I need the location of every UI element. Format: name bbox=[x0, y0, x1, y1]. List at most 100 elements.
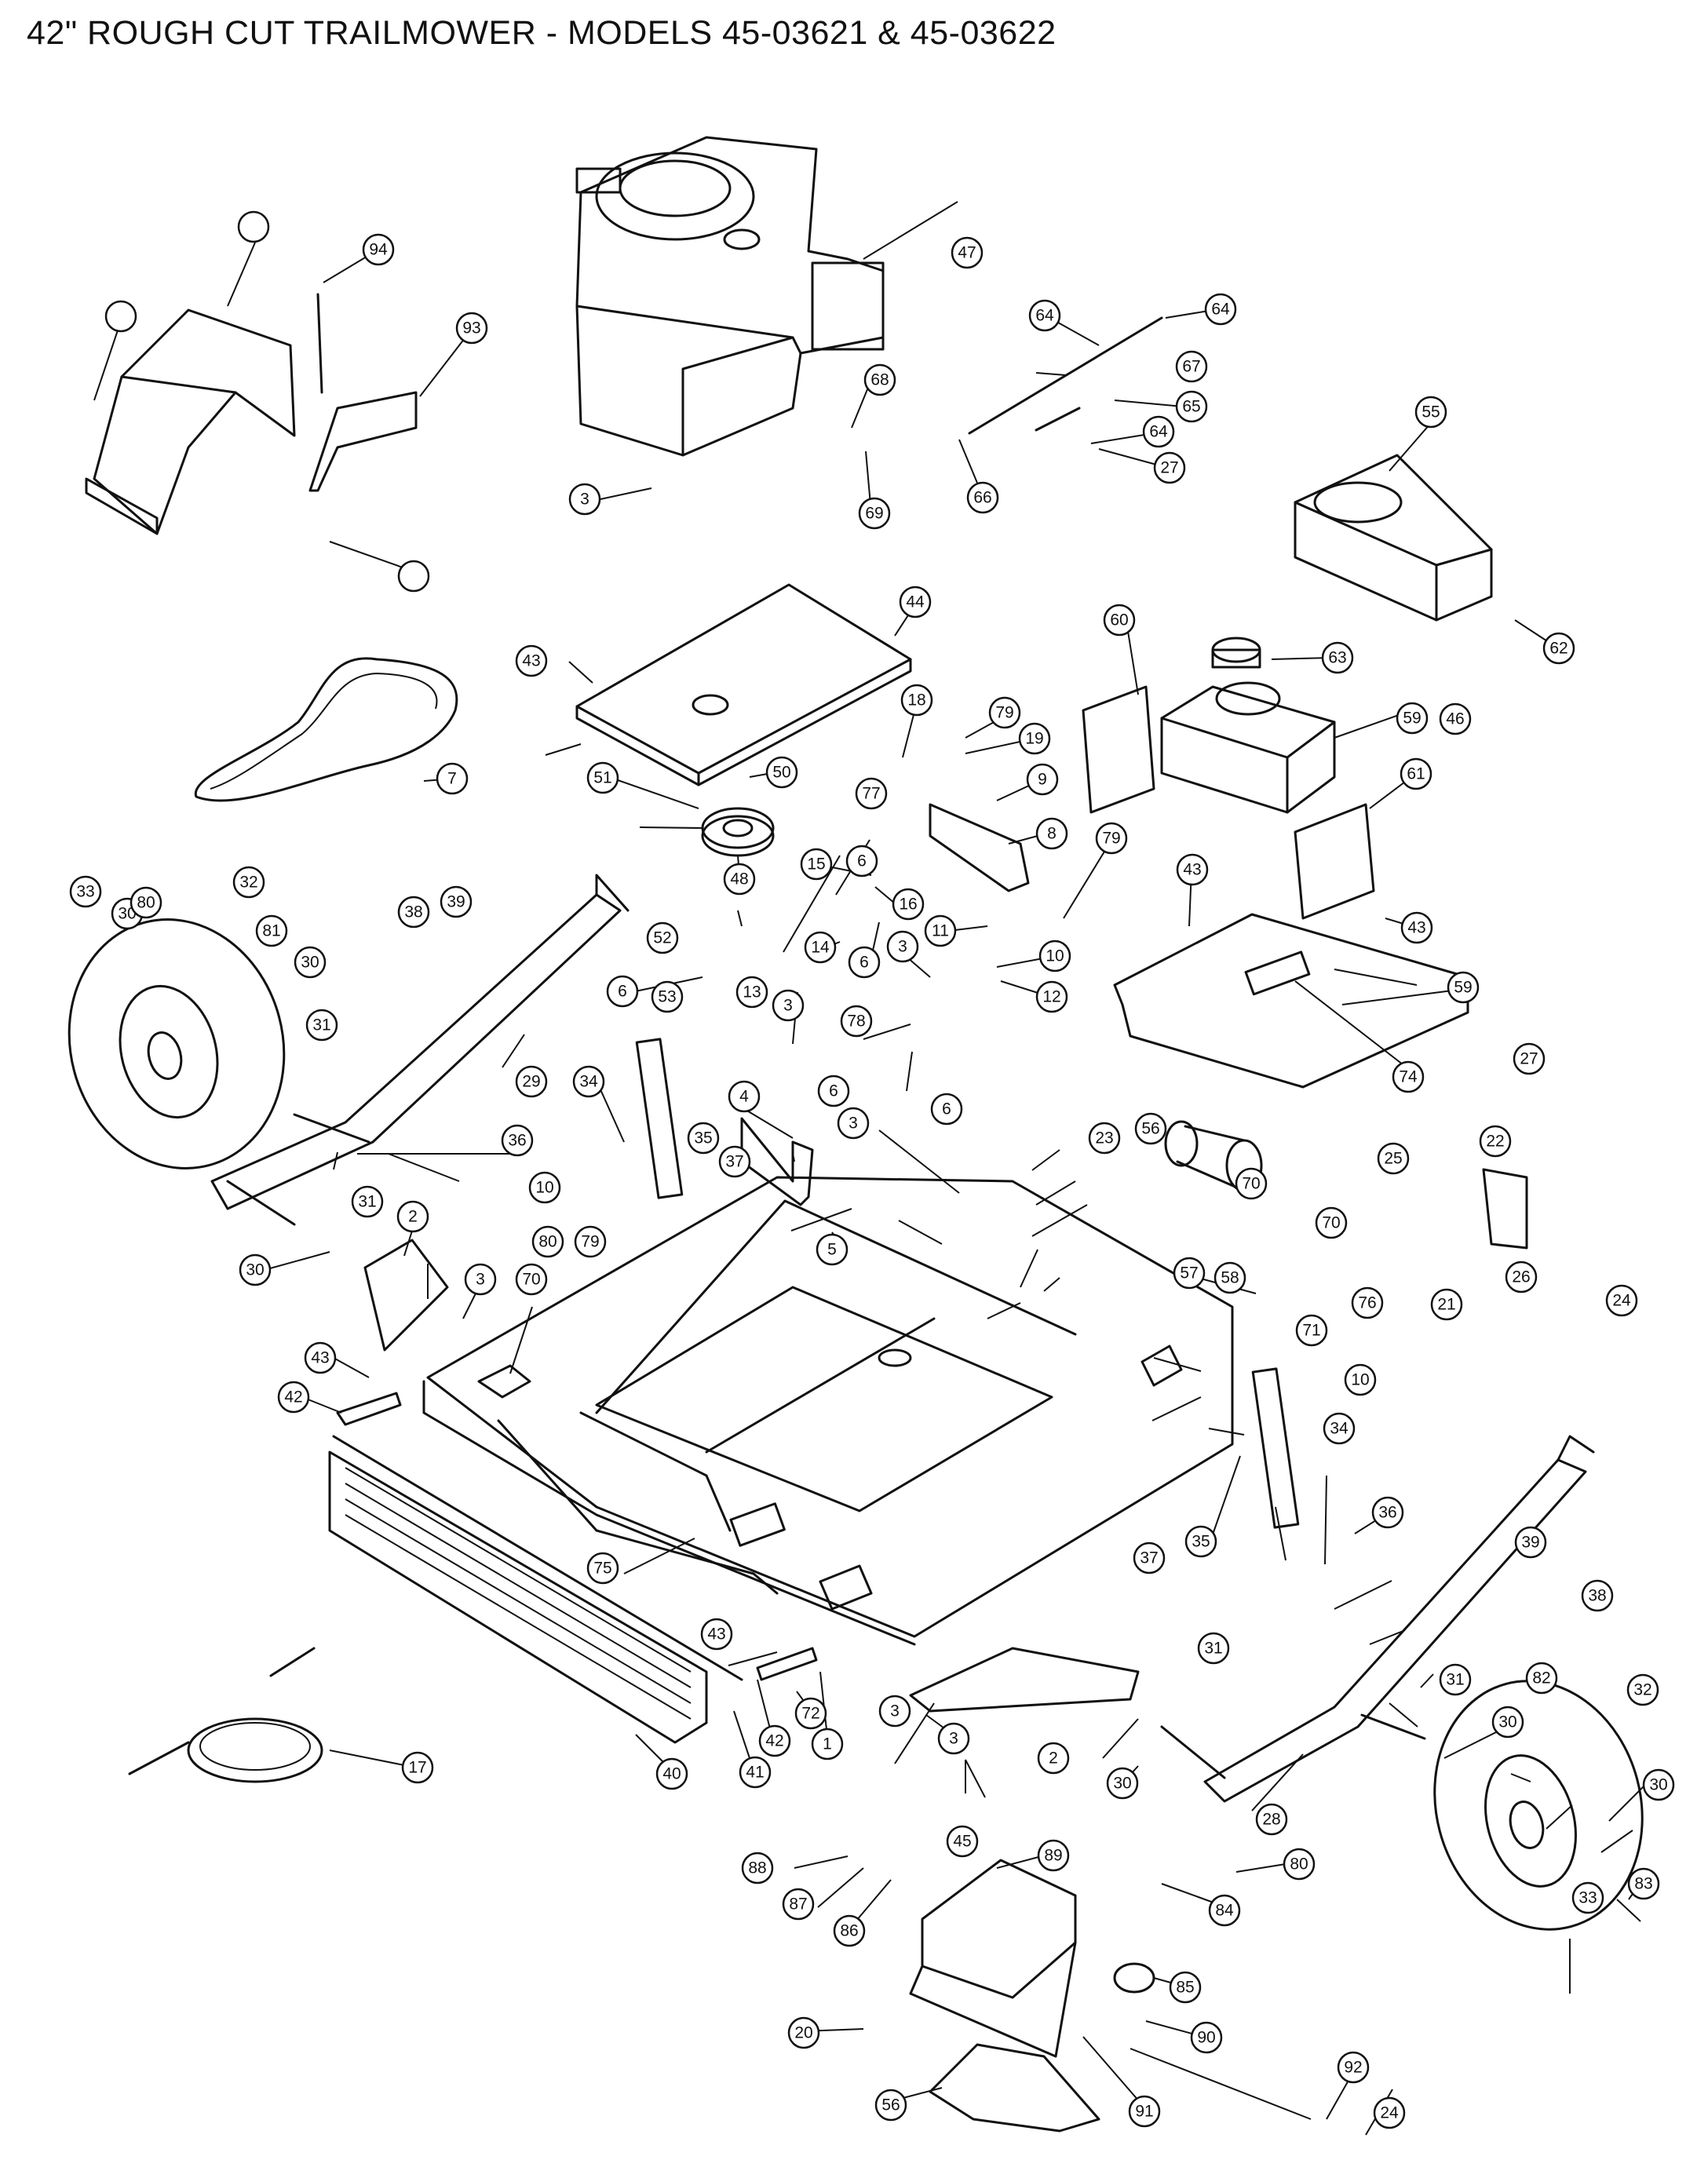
callout-number: 55 bbox=[1422, 403, 1440, 421]
callout: 43 bbox=[1176, 853, 1209, 886]
callout-number: 25 bbox=[1384, 1150, 1402, 1168]
callouts: 1 2 2 3 3 3 3 3 3 3 4 5 6 6 6 6 6 7 8 9 … bbox=[69, 210, 1675, 2129]
callout-number: 31 bbox=[1446, 1671, 1464, 1689]
callout: 69 bbox=[858, 497, 891, 530]
callout-number: 38 bbox=[404, 903, 422, 921]
callout: 94 bbox=[362, 233, 395, 266]
callout-number: 16 bbox=[899, 896, 917, 914]
callout: 55 bbox=[1414, 396, 1447, 429]
callout: 6 bbox=[845, 845, 878, 878]
callout: 32 bbox=[232, 866, 265, 899]
callout-number: 22 bbox=[1486, 1133, 1504, 1151]
callout: 9 bbox=[1026, 763, 1059, 796]
callout-number: 5 bbox=[827, 1241, 837, 1259]
callout-number: 87 bbox=[789, 1895, 807, 1914]
callout-number: 39 bbox=[1521, 1534, 1539, 1552]
callout-number: 3 bbox=[580, 491, 589, 509]
callout: 10 bbox=[528, 1171, 561, 1204]
callout: 43 bbox=[700, 1618, 733, 1651]
callout-number: 3 bbox=[783, 997, 793, 1015]
plate-drawing bbox=[1082, 685, 1155, 814]
callout-number: 79 bbox=[581, 1233, 599, 1251]
callout-number: 2 bbox=[1049, 1750, 1058, 1768]
callout-number: 67 bbox=[1182, 358, 1200, 376]
leader-lines bbox=[93, 201, 1651, 2136]
callout: 79 bbox=[1095, 822, 1128, 855]
callout: 91 bbox=[1128, 2095, 1161, 2128]
callout: 38 bbox=[397, 896, 430, 929]
callout: 6 bbox=[817, 1075, 850, 1107]
callout-number: 29 bbox=[522, 1073, 540, 1091]
callout: 30 bbox=[1491, 1706, 1524, 1739]
callout: 11 bbox=[924, 914, 957, 947]
callout-number: 4 bbox=[739, 1088, 749, 1106]
callout bbox=[237, 210, 270, 243]
callout: 71 bbox=[1295, 1314, 1328, 1347]
callout: 17 bbox=[401, 1751, 434, 1784]
callout: 86 bbox=[833, 1914, 866, 1947]
engine-plate-drawing bbox=[575, 583, 912, 786]
callout: 80 bbox=[1283, 1848, 1316, 1881]
callout-number: 80 bbox=[538, 1233, 557, 1251]
callout-number: 70 bbox=[1242, 1175, 1260, 1193]
callout-number: 41 bbox=[746, 1764, 764, 1782]
callout-number: 30 bbox=[1498, 1713, 1516, 1731]
callout: 70 bbox=[1235, 1167, 1268, 1200]
plate-drawing bbox=[1294, 803, 1375, 920]
callout: 60 bbox=[1103, 604, 1136, 637]
callout: 42 bbox=[277, 1381, 310, 1414]
callout-number: 75 bbox=[593, 1560, 611, 1578]
callout-number: 27 bbox=[1160, 459, 1178, 477]
battery-box-drawing bbox=[1294, 454, 1493, 622]
callout-number: 27 bbox=[1520, 1050, 1538, 1068]
callout-number: 69 bbox=[865, 505, 883, 523]
bracket-drawing bbox=[756, 1647, 818, 1681]
callout-number: 43 bbox=[1407, 919, 1425, 937]
callout: 24 bbox=[1605, 1284, 1638, 1317]
belt-drawing bbox=[194, 657, 458, 802]
callout-number: 60 bbox=[1110, 611, 1128, 629]
chain-curtain-drawing bbox=[328, 1450, 708, 1744]
bracket-drawing bbox=[308, 391, 418, 492]
bracket-drawing bbox=[929, 803, 1030, 892]
callout: 83 bbox=[1627, 1867, 1660, 1900]
callout-number: 94 bbox=[369, 241, 388, 259]
callout: 80 bbox=[531, 1225, 564, 1258]
callout: 40 bbox=[655, 1757, 688, 1790]
callout: 62 bbox=[1542, 632, 1575, 665]
callout-number: 61 bbox=[1407, 765, 1425, 783]
callout: 51 bbox=[586, 761, 619, 794]
bolt-drawing bbox=[316, 293, 323, 394]
callout-number: 12 bbox=[1042, 988, 1060, 1006]
callout: 31 bbox=[351, 1185, 384, 1218]
callout-number: 79 bbox=[995, 704, 1013, 722]
callout-number: 8 bbox=[1047, 825, 1057, 843]
callout: 4 bbox=[728, 1080, 761, 1113]
callout: 45 bbox=[946, 1825, 979, 1858]
callout-number: 10 bbox=[535, 1179, 553, 1197]
callout: 36 bbox=[501, 1124, 534, 1157]
callout: 47 bbox=[951, 236, 984, 269]
callout: 7 bbox=[436, 762, 469, 795]
callout: 43 bbox=[515, 644, 548, 677]
callout-number: 59 bbox=[1403, 710, 1421, 728]
callout-number: 43 bbox=[522, 652, 540, 670]
callout: 43 bbox=[1400, 911, 1433, 944]
callout-number: 10 bbox=[1046, 947, 1064, 965]
callout-number: 42 bbox=[284, 1388, 302, 1407]
callout-number: 32 bbox=[239, 874, 257, 892]
callout-number: 66 bbox=[973, 489, 991, 507]
callout-number: 36 bbox=[508, 1132, 526, 1150]
callout: 42 bbox=[758, 1724, 791, 1757]
callout-number: 6 bbox=[859, 954, 869, 972]
callout: 64 bbox=[1204, 293, 1237, 326]
callout: 30 bbox=[1642, 1768, 1675, 1801]
callout: 31 bbox=[1439, 1663, 1472, 1696]
gusset-drawing bbox=[363, 1239, 449, 1352]
callout: 48 bbox=[723, 863, 756, 896]
callout-number: 20 bbox=[794, 2024, 812, 2042]
callout: 67 bbox=[1175, 350, 1208, 383]
callout: 72 bbox=[794, 1697, 827, 1730]
callout-number: 70 bbox=[522, 1271, 540, 1289]
